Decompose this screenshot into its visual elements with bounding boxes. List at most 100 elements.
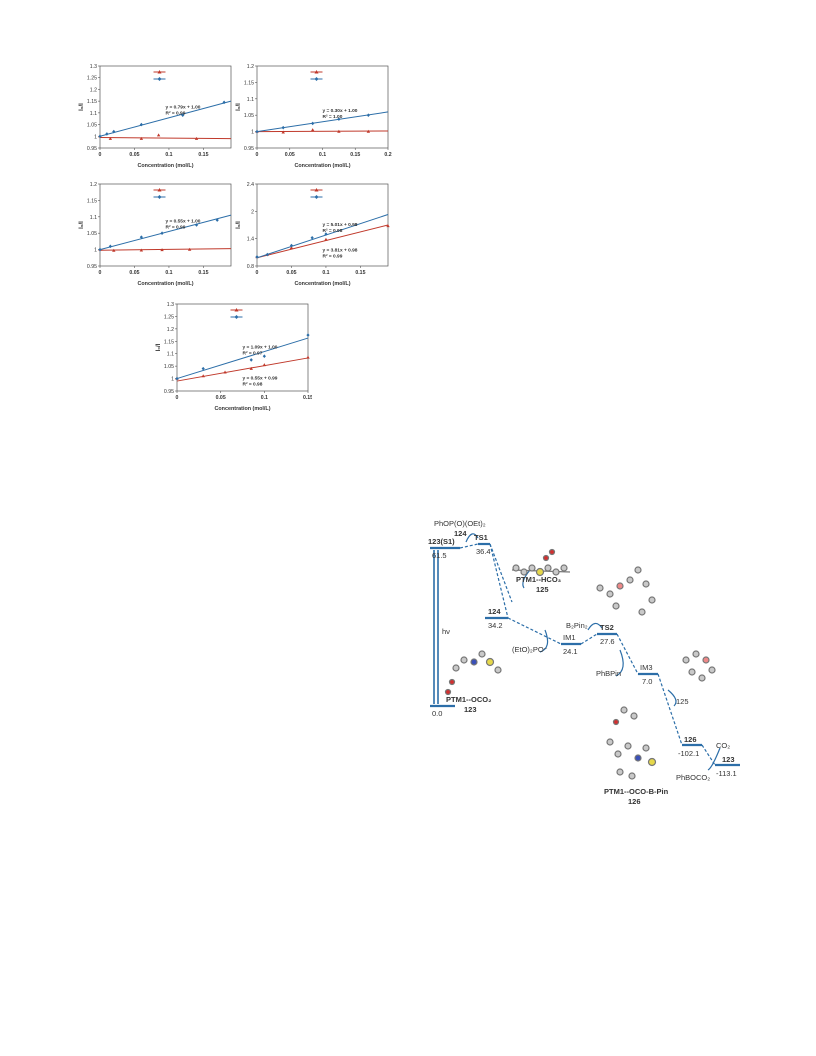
fit-equation-label: y = 1.09x + 1.00 xyxy=(243,344,278,350)
y-tick-label: 1.3 xyxy=(167,302,174,308)
data-point xyxy=(201,366,205,371)
fit-equation-label: y = 5.01x + 0.98 xyxy=(323,222,358,228)
molecule-123 xyxy=(444,650,502,696)
y-tick-label: 1.15 xyxy=(244,80,254,86)
data-point xyxy=(337,129,341,133)
label-im3: IM3 xyxy=(640,663,653,672)
x-tick-label: 0.1 xyxy=(165,152,172,158)
x-tick-label: 0.1 xyxy=(322,270,329,276)
y-tick-label: 0.8 xyxy=(247,264,254,270)
label-123s1: 123(S1) xyxy=(428,537,455,546)
label-b2pin2: B₂Pin₂ xyxy=(566,621,588,630)
data-point xyxy=(175,376,179,381)
y-tick-label: 1.25 xyxy=(164,314,174,320)
x-tick-label: 0.15 xyxy=(350,152,360,158)
data-point xyxy=(139,122,143,127)
fit-line xyxy=(99,136,232,140)
label-co2: CO₂ xyxy=(716,741,730,750)
label-im1: IM1 xyxy=(563,633,576,642)
data-point xyxy=(386,224,390,228)
x-tick-label: 0 xyxy=(176,395,179,401)
reagent-phop-label: PhOP(O)(OEt)₂ xyxy=(434,519,486,528)
data-point xyxy=(306,333,310,337)
legend-marker xyxy=(157,77,162,81)
y-tick-label: 1.2 xyxy=(247,64,254,70)
y-axis-label: I₀/I xyxy=(236,221,242,229)
y-tick-label: 2.4 xyxy=(247,182,254,188)
x-tick-label: 0.15 xyxy=(303,395,312,401)
fit-line xyxy=(99,100,232,137)
plot-area xyxy=(256,65,389,149)
x-tick-label: 0 xyxy=(99,270,102,276)
x-tick-label: 0.1 xyxy=(319,152,326,158)
y-tick-label: 1.2 xyxy=(167,327,174,333)
data-point xyxy=(139,136,144,140)
x-tick-label: 0.1 xyxy=(165,270,172,276)
fit-line xyxy=(256,111,389,133)
data-point xyxy=(181,113,185,117)
y-tick-label: 0.95 xyxy=(87,146,97,152)
data-point xyxy=(249,358,253,362)
data-point xyxy=(112,248,116,252)
fit-line xyxy=(256,224,389,259)
x-tick-label: 0.05 xyxy=(129,152,139,158)
value-124-mid: 34.2 xyxy=(488,621,503,630)
data-point xyxy=(366,129,371,133)
fit-equation-label: y = 0.30x + 1.00 xyxy=(323,108,358,114)
y-tick-label: 1.15 xyxy=(164,339,174,345)
legend-marker xyxy=(157,195,162,199)
y-tick-label: 1 xyxy=(251,130,254,136)
x-tick-label: 0.05 xyxy=(285,152,295,158)
y-tick-label: 1.05 xyxy=(164,364,174,370)
data-point xyxy=(255,129,259,134)
fit-equation-label: R² = 0.99 xyxy=(323,253,343,259)
fit-line xyxy=(256,130,389,133)
legend-marker xyxy=(314,70,319,74)
data-point xyxy=(262,363,267,367)
legend-marker xyxy=(234,315,239,319)
fit-equation-label: R² = 0.99 xyxy=(166,224,186,230)
data-point xyxy=(324,237,328,241)
data-point xyxy=(255,255,259,259)
fit-line xyxy=(99,214,232,251)
value-ts2: 27.6 xyxy=(600,637,615,646)
value-im1: 24.1 xyxy=(563,647,578,656)
y-tick-label: 1 xyxy=(171,377,174,383)
x-tick-label: 0 xyxy=(256,152,259,158)
data-point xyxy=(310,235,314,240)
y-axis-label: I₀/I xyxy=(79,221,85,229)
data-point xyxy=(160,248,164,252)
data-point xyxy=(281,130,285,134)
y-tick-label: 1.05 xyxy=(87,231,97,237)
fit-equation-label: y = 3.81x + 0.98 xyxy=(323,247,358,253)
y-tick-label: 1.15 xyxy=(87,198,97,204)
data-point xyxy=(187,247,192,251)
label-complex-123-b: 123 xyxy=(464,705,477,714)
data-point xyxy=(112,129,116,134)
x-tick-label: 0.15 xyxy=(198,270,208,276)
y-tick-label: 2 xyxy=(251,209,254,215)
legend-marker xyxy=(314,195,319,199)
x-tick-label: 0.2 xyxy=(384,152,391,158)
x-tick-label: 0.05 xyxy=(286,270,296,276)
fit-line xyxy=(256,214,389,259)
x-tick-label: 0.05 xyxy=(216,395,226,401)
y-tick-label: 1.4 xyxy=(247,237,254,243)
label-ts1: TS1 xyxy=(474,533,488,542)
plot-area xyxy=(99,65,232,149)
y-axis-label: I₀/I xyxy=(79,103,85,111)
x-axis-label: Concentration (mol/L) xyxy=(295,281,351,287)
data-point xyxy=(98,247,102,252)
x-axis-label: Concentration (mol/L) xyxy=(138,281,194,287)
y-tick-label: 1.25 xyxy=(87,76,97,82)
y-tick-label: 1.1 xyxy=(90,215,97,221)
value-123s1: 61.5 xyxy=(432,551,447,560)
plot-area xyxy=(176,303,309,392)
label-complex-125-a: PTM1--HCO₃ xyxy=(516,575,562,584)
label-125: 125 xyxy=(676,697,689,706)
x-tick-label: 0.05 xyxy=(129,270,139,276)
fit-equation-label: R² = 0.98 xyxy=(323,228,343,234)
y-tick-label: 1.05 xyxy=(244,113,254,119)
molecule-126 xyxy=(606,706,657,780)
